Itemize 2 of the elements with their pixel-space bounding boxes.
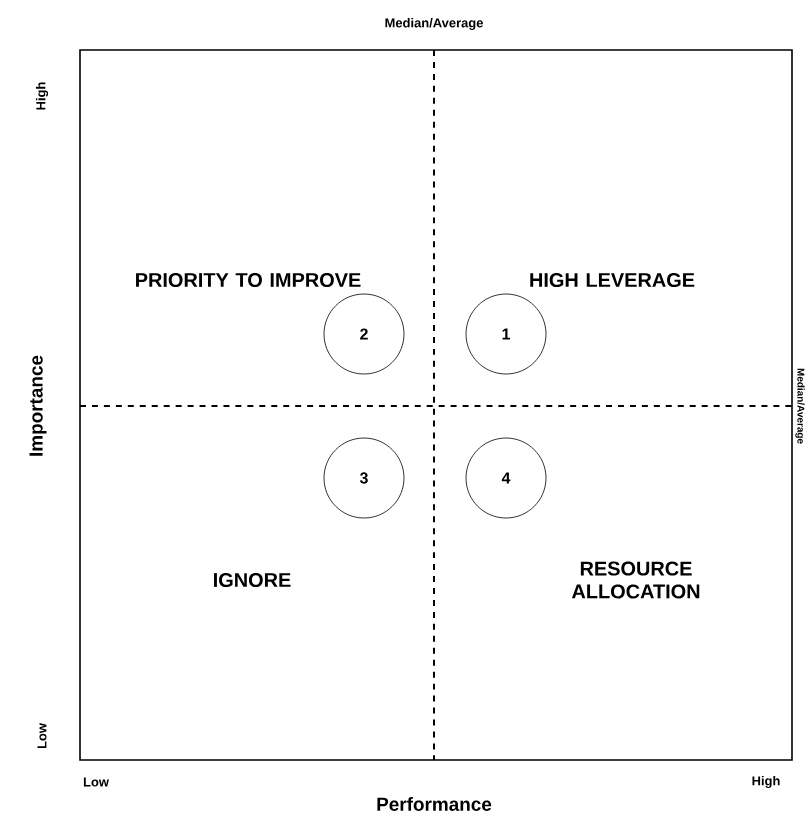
axis-title: Importance	[29, 355, 47, 456]
axis-title: Performance	[377, 797, 492, 811]
